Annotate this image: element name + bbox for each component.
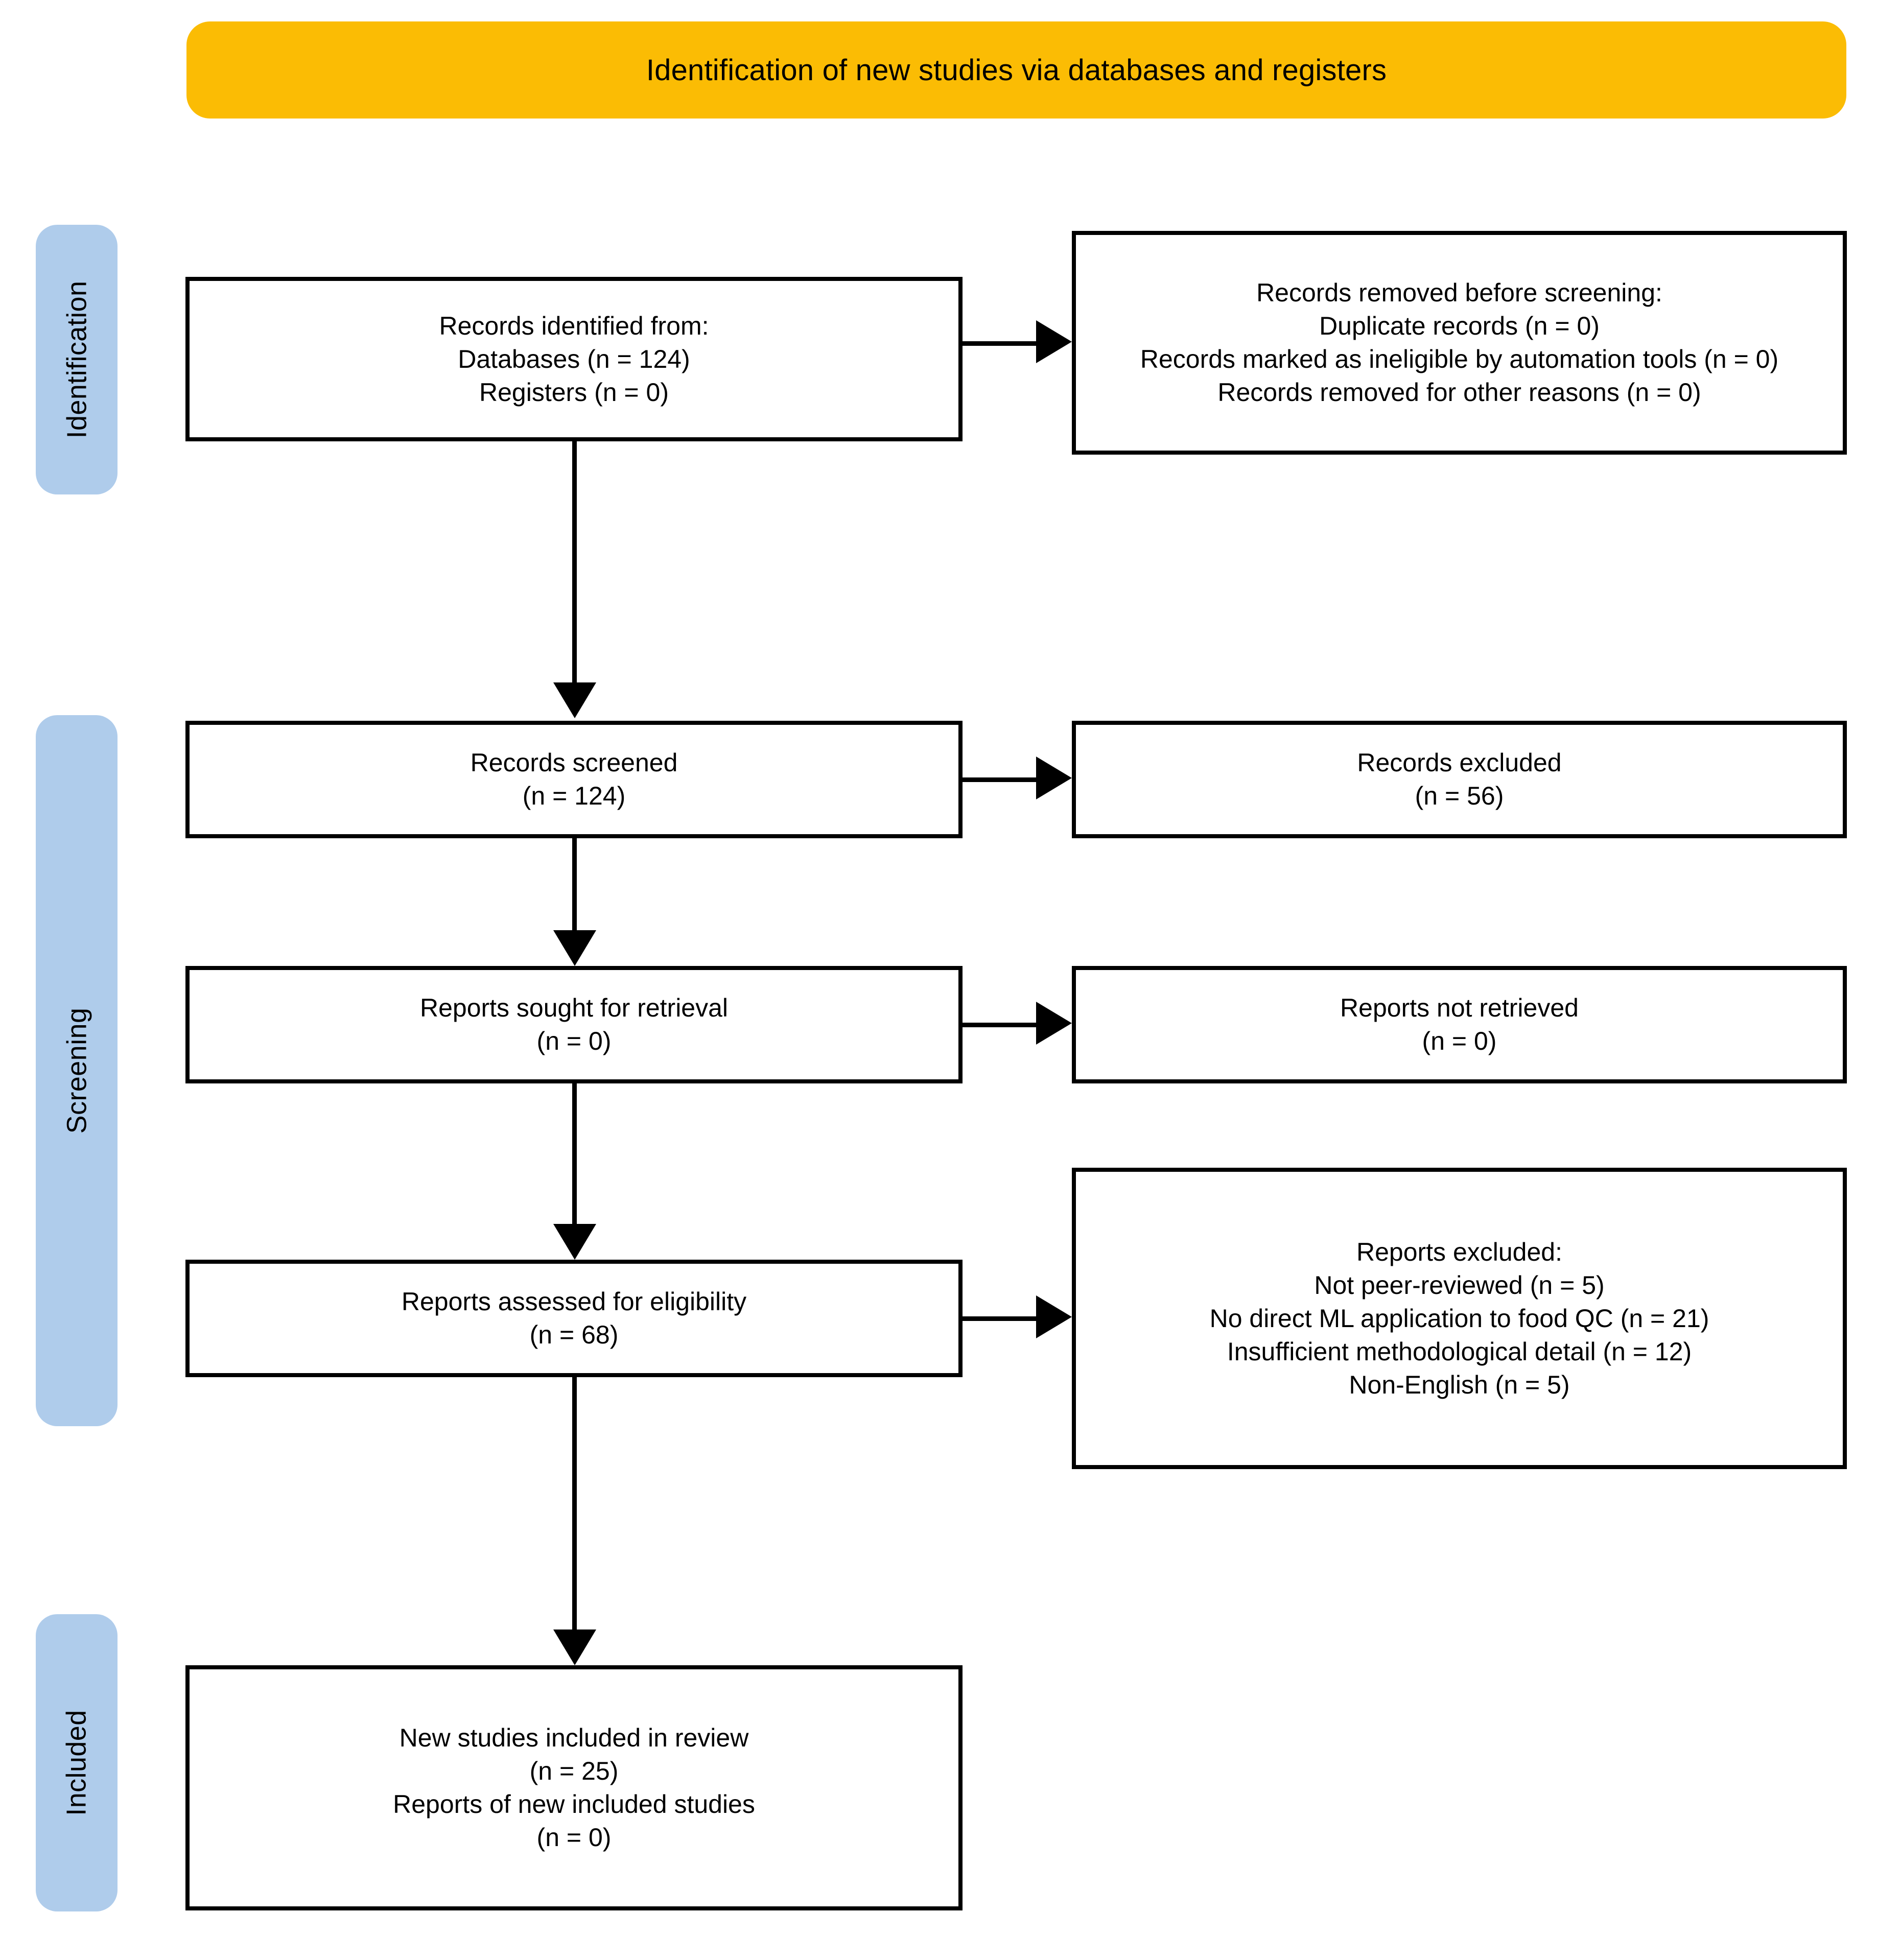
new-studies-included-line-1: New studies included in review <box>399 1723 749 1752</box>
reports-sought-line-1: Reports sought for retrieval <box>419 994 729 1022</box>
records-identified-line-3: Registers (n = 0) <box>479 377 669 407</box>
connector-assessed-to-included <box>572 1377 577 1630</box>
connector-sought-to-assessed <box>572 1083 577 1224</box>
arrowhead-down-icon-3 <box>553 1224 596 1260</box>
reports-excluded-line-3: No direct ML application to food QC (n =… <box>1209 1304 1709 1333</box>
records-identified-line-2: Databases (n = 124) <box>458 344 690 373</box>
records-screened-line-2: (n = 124) <box>522 782 626 810</box>
box-reports-not-retrieved: Reports not retrieved (n = 0) <box>1072 966 1847 1083</box>
connector-identified-to-screened <box>572 441 577 684</box>
reports-not-retrieved-line-2: (n = 0) <box>1422 1027 1497 1055</box>
arrowhead-down-icon-4 <box>553 1630 596 1665</box>
stage-screening-text: Screening <box>61 1007 92 1134</box>
box-reports-assessed: Reports assessed for eligibility (n = 68… <box>185 1260 963 1377</box>
connector-assessed-to-reports-excluded <box>963 1316 1054 1321</box>
records-removed-line-1: Records removed before screening: <box>1256 278 1662 307</box>
reports-assessed-line-1: Reports assessed for eligibility <box>401 1287 747 1316</box>
stage-label-screening: Screening <box>36 715 118 1426</box>
records-excluded-line-2: (n = 56) <box>1415 782 1504 810</box>
box-reports-excluded: Reports excluded: Not peer-reviewed (n =… <box>1072 1168 1847 1469</box>
box-new-studies-included: New studies included in review (n = 25) … <box>185 1665 963 1910</box>
reports-excluded-line-1: Reports excluded: <box>1356 1237 1562 1266</box>
new-studies-included-line-4: (n = 0) <box>536 1823 612 1852</box>
records-removed-line-2: Duplicate records (n = 0) <box>1319 312 1600 340</box>
records-removed-line-4: Records removed for other reasons (n = 0… <box>1217 378 1701 407</box>
connector-screened-to-sought <box>572 838 577 931</box>
connector-screened-to-excluded <box>963 777 1054 782</box>
records-identified-line-1: Records identified from: <box>439 311 709 340</box>
arrowhead-right-icon-2 <box>1036 757 1072 799</box>
arrowhead-down-icon-2 <box>553 930 596 966</box>
box-reports-sought: Reports sought for retrieval (n = 0) <box>185 966 963 1083</box>
reports-excluded-line-2: Not peer-reviewed (n = 5) <box>1314 1270 1605 1300</box>
box-records-removed: Records removed before screening: Duplic… <box>1072 231 1847 455</box>
header-banner: Identification of new studies via databa… <box>186 21 1846 119</box>
stage-included-text: Included <box>61 1710 92 1816</box>
records-screened-line-1: Records screened <box>470 748 678 777</box>
box-records-screened: Records screened (n = 124) <box>185 721 963 838</box>
banner-title: Identification of new studies via databa… <box>646 53 1387 87</box>
stage-label-identification: Identification <box>36 225 118 494</box>
arrowhead-right-icon-4 <box>1036 1295 1072 1338</box>
records-removed-line-3: Records marked as ineligible by automati… <box>1140 345 1779 373</box>
arrowhead-down-icon-1 <box>553 682 596 718</box>
reports-sought-line-2: (n = 0) <box>536 1027 612 1055</box>
connector-identified-to-removed <box>963 341 1054 346</box>
connector-sought-to-not-retrieved <box>963 1023 1054 1027</box>
stage-label-included: Included <box>36 1614 118 1911</box>
reports-excluded-line-5: Non-English (n = 5) <box>1349 1370 1570 1399</box>
box-records-identified: Records identified from: Databases (n = … <box>185 277 963 441</box>
records-excluded-line-1: Records excluded <box>1357 748 1562 777</box>
box-records-excluded: Records excluded (n = 56) <box>1072 721 1847 838</box>
stage-identification-text: Identification <box>61 280 92 439</box>
reports-assessed-line-2: (n = 68) <box>529 1320 619 1349</box>
reports-excluded-line-4: Insufficient methodological detail (n = … <box>1227 1337 1692 1366</box>
reports-not-retrieved-line-1: Reports not retrieved <box>1340 994 1579 1022</box>
arrowhead-right-icon-1 <box>1036 320 1072 363</box>
new-studies-included-line-3: Reports of new included studies <box>393 1790 755 1819</box>
new-studies-included-line-2: (n = 25) <box>529 1757 619 1785</box>
arrowhead-right-icon-3 <box>1036 1002 1072 1045</box>
